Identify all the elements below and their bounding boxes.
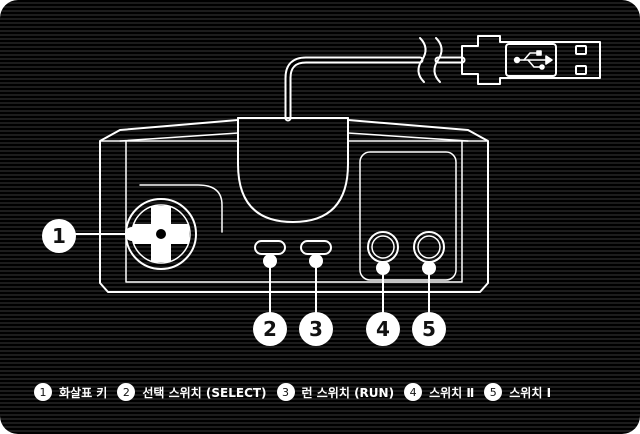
callout-leaders: [75, 233, 430, 313]
legend-item: 3 런 스위치 (RUN): [276, 383, 395, 401]
callout-3-number: 3: [309, 317, 323, 341]
direction-pad: [125, 198, 197, 270]
legend-label: 화살표 키: [59, 385, 108, 400]
legend: 1 화살표 키 2 선택 스위치 (SELECT) 3 런 스위치 (RUN) …: [34, 381, 551, 403]
usb-icon: [513, 50, 553, 70]
controller-center-hump: [237, 117, 349, 223]
legend-label: 런 스위치 (RUN): [301, 385, 395, 400]
legend-label: 스위치 Ⅰ: [509, 385, 552, 400]
leader-dots: [125, 227, 436, 275]
button-panel: [359, 151, 457, 281]
legend-item: 5 스위치 Ⅰ: [484, 383, 551, 401]
cable: [284, 56, 424, 122]
legend-number: 5: [484, 383, 503, 401]
select-button: [254, 240, 286, 255]
legend-item: 1 화살표 키: [34, 383, 107, 401]
callout-2: 2: [253, 312, 287, 346]
button-i: [413, 231, 445, 263]
legend-number: 4: [404, 383, 423, 401]
legend-number: 1: [34, 383, 52, 401]
callout-4: 4: [366, 312, 400, 346]
legend-item: 4 스위치 Ⅱ: [404, 383, 474, 401]
cable-break-left: [417, 37, 427, 83]
run-button: [300, 240, 332, 255]
cable-inner: [286, 58, 422, 120]
controller-bottom-edge: [125, 140, 463, 283]
callout-5: 5: [412, 312, 446, 346]
legend-label: 선택 스위치 (SELECT): [142, 385, 267, 400]
legend-label: 스위치 Ⅱ: [429, 385, 475, 400]
legend-number: 3: [276, 383, 295, 401]
callout-1: 1: [42, 219, 76, 253]
legend-item: 2 선택 스위치 (SELECT): [117, 383, 267, 401]
usb-plug: [461, 35, 601, 85]
callout-1-number: 1: [52, 224, 66, 248]
controller-top-edge: [119, 132, 469, 142]
callout-4-number: 4: [376, 317, 390, 341]
button-ii: [367, 231, 399, 263]
callout-3: 3: [299, 312, 333, 346]
callout-5-number: 5: [422, 317, 436, 341]
callout-2-number: 2: [263, 317, 277, 341]
pad-recess: [139, 184, 223, 233]
legend-number: 2: [117, 383, 136, 401]
cable-break-right: [433, 37, 443, 83]
